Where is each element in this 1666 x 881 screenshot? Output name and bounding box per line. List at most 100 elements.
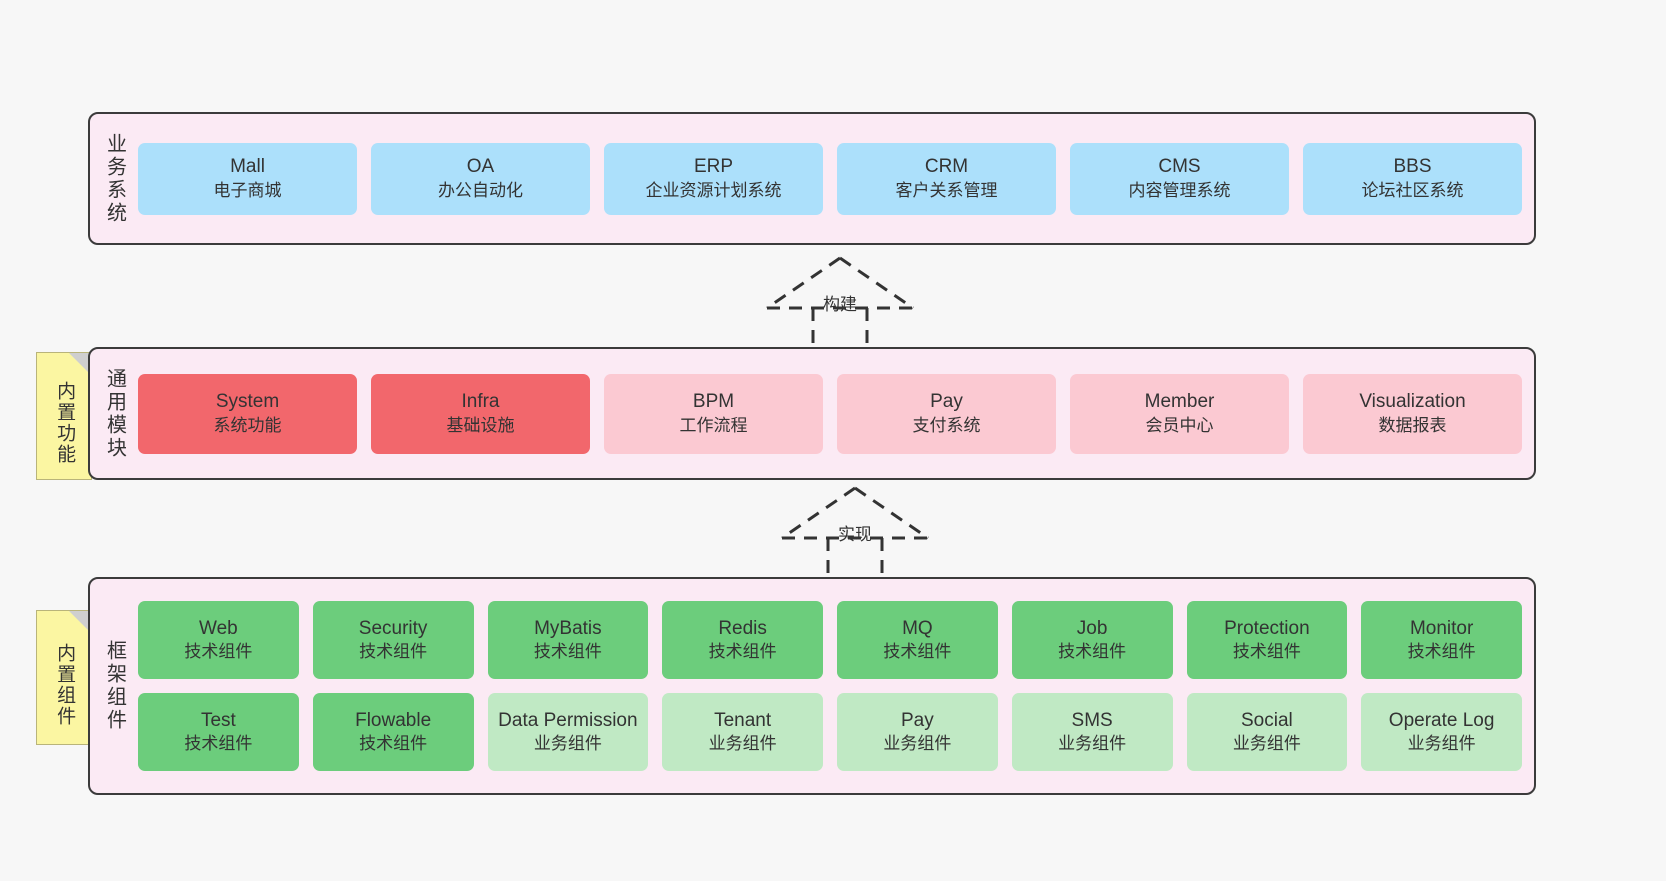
card-title: Visualization — [1359, 391, 1466, 413]
note-text: 内置功能 — [54, 381, 76, 465]
card-data-permission[interactable]: Data Permission 业务组件 — [487, 693, 649, 771]
layer-title-text: 通用模块 — [103, 367, 126, 460]
note-builtin-features: 内置功能 — [36, 352, 92, 480]
card-operate-log[interactable]: Operate Log 业务组件 — [1361, 693, 1522, 771]
card-mybatis[interactable]: MyBatis 技术组件 — [487, 601, 649, 679]
card-title: SMS — [1071, 709, 1113, 731]
card-title: Job — [1076, 617, 1108, 639]
card-title: Data Permission — [498, 709, 638, 731]
layer-framework-components: 框架组件 Web 技术组件 Security 技术组件 MyBatis 技术组件… — [88, 577, 1536, 795]
card-flowable[interactable]: Flowable 技术组件 — [312, 693, 474, 771]
connector-label: 构建 — [823, 295, 857, 314]
card-row: Web 技术组件 Security 技术组件 MyBatis 技术组件 Redi… — [138, 601, 1522, 679]
card-subtitle: 电子商城 — [213, 180, 282, 200]
card-subtitle: 技术组件 — [708, 642, 777, 662]
card-title: MQ — [902, 617, 933, 639]
layer-body-framework-components: Web 技术组件 Security 技术组件 MyBatis 技术组件 Redi… — [138, 579, 1534, 793]
card-erp[interactable]: ERP 企业资源计划系统 — [604, 142, 823, 215]
folded-corner-icon — [69, 353, 91, 375]
card-subtitle: 系统功能 — [213, 415, 282, 435]
card-title: BPM — [692, 391, 735, 413]
generalization-arrow-icon — [766, 256, 914, 352]
layer-title-business-system: 业务系统 — [90, 114, 138, 243]
card-subtitle: 企业资源计划系统 — [645, 180, 782, 200]
card-subtitle: 支付系统 — [912, 415, 981, 435]
card-title: MyBatis — [534, 617, 602, 639]
card-subtitle: 数据报表 — [1378, 415, 1447, 435]
layer-title-text: 业务系统 — [103, 132, 126, 225]
layer-business-system: 业务系统 Mall 电子商城 OA 办公自动化 ERP 企业资源计划系统 CRM — [88, 112, 1536, 245]
layer-title-common-modules: 通用模块 — [90, 349, 138, 478]
card-title: Pay — [930, 391, 963, 413]
card-subtitle: 业务组件 — [533, 734, 602, 754]
card-subtitle: 论坛社区系统 — [1361, 180, 1464, 200]
card-title: Mall — [230, 156, 265, 178]
card-bbs[interactable]: BBS 论坛社区系统 — [1303, 142, 1522, 215]
card-title: Monitor — [1409, 617, 1474, 639]
layer-body-business-system: Mall 电子商城 OA 办公自动化 ERP 企业资源计划系统 CRM 客户关系… — [138, 114, 1534, 243]
card-mall[interactable]: Mall 电子商城 — [138, 142, 357, 215]
card-redis[interactable]: Redis 技术组件 — [662, 601, 823, 679]
card-title: ERP — [693, 156, 734, 178]
connector-implement: 实现 — [770, 482, 940, 582]
card-mq[interactable]: MQ 技术组件 — [837, 601, 998, 679]
layer-title-text: 框架组件 — [103, 640, 126, 732]
card-crm[interactable]: CRM 客户关系管理 — [837, 142, 1056, 215]
card-monitor[interactable]: Monitor 技术组件 — [1361, 601, 1522, 679]
card-member[interactable]: Member 会员中心 — [1070, 373, 1289, 454]
card-title: Test — [200, 709, 236, 731]
layer-common-modules: 通用模块 System 系统功能 Infra 基础设施 BPM 工作流程 Pay — [88, 347, 1536, 480]
card-web[interactable]: Web 技术组件 — [138, 601, 299, 679]
card-subtitle: 业务组件 — [1232, 734, 1301, 754]
card-subtitle: 技术组件 — [359, 642, 428, 662]
card-row: Mall 电子商城 OA 办公自动化 ERP 企业资源计划系统 CRM 客户关系… — [138, 142, 1522, 215]
card-title: Operate Log — [1388, 709, 1495, 731]
card-title: CMS — [1158, 156, 1201, 178]
generalization-arrow-icon — [781, 486, 929, 582]
card-title: Infra — [461, 391, 500, 413]
card-title: Social — [1241, 709, 1293, 731]
card-title: Protection — [1224, 617, 1310, 639]
card-row: Test 技术组件 Flowable 技术组件 Data Permission … — [138, 693, 1522, 771]
layer-body-common-modules: System 系统功能 Infra 基础设施 BPM 工作流程 Pay 支付系统… — [138, 349, 1534, 478]
card-title: CRM — [924, 156, 969, 178]
card-visualization[interactable]: Visualization 数据报表 — [1303, 373, 1522, 454]
card-subtitle: 基础设施 — [446, 415, 515, 435]
card-pay[interactable]: Pay 支付系统 — [837, 373, 1056, 454]
layer-title-framework-components: 框架组件 — [90, 579, 138, 793]
card-subtitle: 业务组件 — [1407, 734, 1476, 754]
note-builtin-components: 内置组件 — [36, 610, 92, 745]
card-test[interactable]: Test 技术组件 — [138, 693, 299, 771]
card-row: System 系统功能 Infra 基础设施 BPM 工作流程 Pay 支付系统… — [138, 373, 1522, 454]
card-social[interactable]: Social 业务组件 — [1186, 693, 1348, 771]
card-subtitle: 技术组件 — [883, 642, 952, 662]
card-system[interactable]: System 系统功能 — [138, 373, 357, 454]
card-pay-business[interactable]: Pay 业务组件 — [837, 693, 998, 771]
card-subtitle: 会员中心 — [1145, 415, 1214, 435]
card-subtitle: 办公自动化 — [438, 180, 523, 200]
card-tenant[interactable]: Tenant 业务组件 — [662, 693, 823, 771]
card-title: Flowable — [355, 709, 432, 731]
card-title: Pay — [901, 709, 934, 731]
card-subtitle: 客户关系管理 — [895, 180, 998, 200]
card-bpm[interactable]: BPM 工作流程 — [604, 373, 823, 454]
card-subtitle: 技术组件 — [1058, 642, 1127, 662]
card-protection[interactable]: Protection 技术组件 — [1186, 601, 1348, 679]
card-sms[interactable]: SMS 业务组件 — [1011, 693, 1173, 771]
card-title: System — [215, 391, 280, 413]
card-subtitle: 技术组件 — [184, 642, 253, 662]
card-security[interactable]: Security 技术组件 — [312, 601, 474, 679]
card-title: Tenant — [714, 709, 772, 731]
card-subtitle: 业务组件 — [883, 734, 952, 754]
card-title: BBS — [1393, 156, 1432, 178]
card-title: Web — [199, 617, 238, 639]
card-job[interactable]: Job 技术组件 — [1011, 601, 1173, 679]
note-text: 内置组件 — [54, 642, 76, 727]
card-cms[interactable]: CMS 内容管理系统 — [1070, 142, 1289, 215]
card-subtitle: 业务组件 — [708, 734, 777, 754]
card-infra[interactable]: Infra 基础设施 — [371, 373, 590, 454]
card-subtitle: 工作流程 — [679, 415, 748, 435]
card-subtitle: 技术组件 — [533, 642, 602, 662]
card-oa[interactable]: OA 办公自动化 — [371, 142, 590, 215]
